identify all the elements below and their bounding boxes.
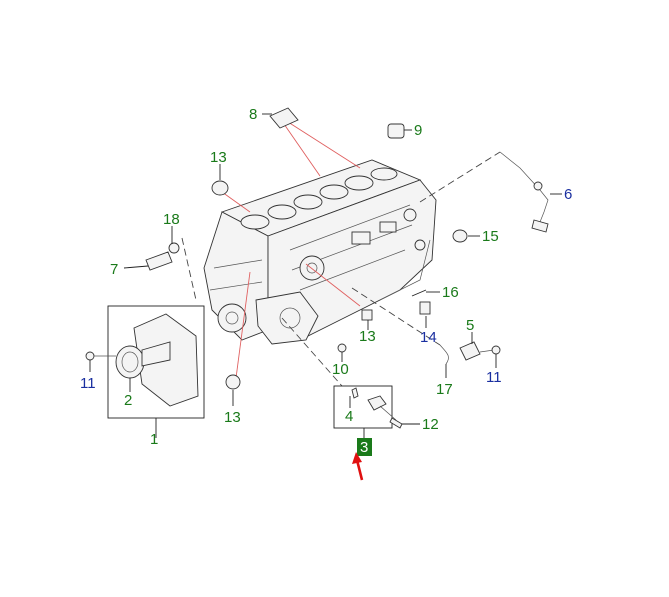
callout-3-highlighted[interactable]: 3 (357, 438, 372, 456)
callout-13-mid[interactable]: 13 (359, 328, 376, 345)
front-cover-assembly-box (107, 305, 205, 438)
callout-8[interactable]: 8 (249, 106, 257, 123)
callout-16[interactable]: 16 (442, 284, 459, 301)
sensor-assembly-box (333, 385, 403, 438)
callout-7[interactable]: 7 (110, 261, 118, 278)
callout-18[interactable]: 18 (163, 211, 180, 228)
callout-9[interactable]: 9 (414, 122, 422, 139)
engine-block (203, 159, 437, 345)
callout-13-top[interactable]: 13 (210, 149, 227, 166)
callout-6[interactable]: 6 (564, 186, 572, 203)
callout-15[interactable]: 15 (482, 228, 499, 245)
callout-11-right[interactable]: 11 (486, 369, 502, 386)
small-parts (85, 107, 549, 390)
highlight-box (357, 438, 372, 456)
red-arrow-icon (352, 452, 364, 481)
callout-labels: 8 9 13 18 7 6 15 16 14 13 10 5 11 17 11 … (80, 106, 572, 448)
dashed-guide-lines (181, 151, 501, 387)
callout-1[interactable]: 1 (150, 431, 158, 448)
callout-4[interactable]: 4 (345, 408, 353, 425)
callout-10[interactable]: 10 (332, 361, 349, 378)
callout-17[interactable]: 17 (436, 381, 453, 398)
callout-leaders (89, 113, 562, 425)
callout-13-bottom[interactable]: 13 (224, 409, 241, 426)
callout-2[interactable]: 2 (124, 392, 132, 409)
red-leader-lines (221, 121, 361, 379)
callout-11-left[interactable]: 11 (80, 375, 96, 392)
callout-14[interactable]: 14 (420, 329, 437, 346)
callout-12[interactable]: 12 (422, 416, 439, 433)
callout-5[interactable]: 5 (466, 317, 474, 334)
callout-3[interactable]: 3 (360, 439, 368, 456)
